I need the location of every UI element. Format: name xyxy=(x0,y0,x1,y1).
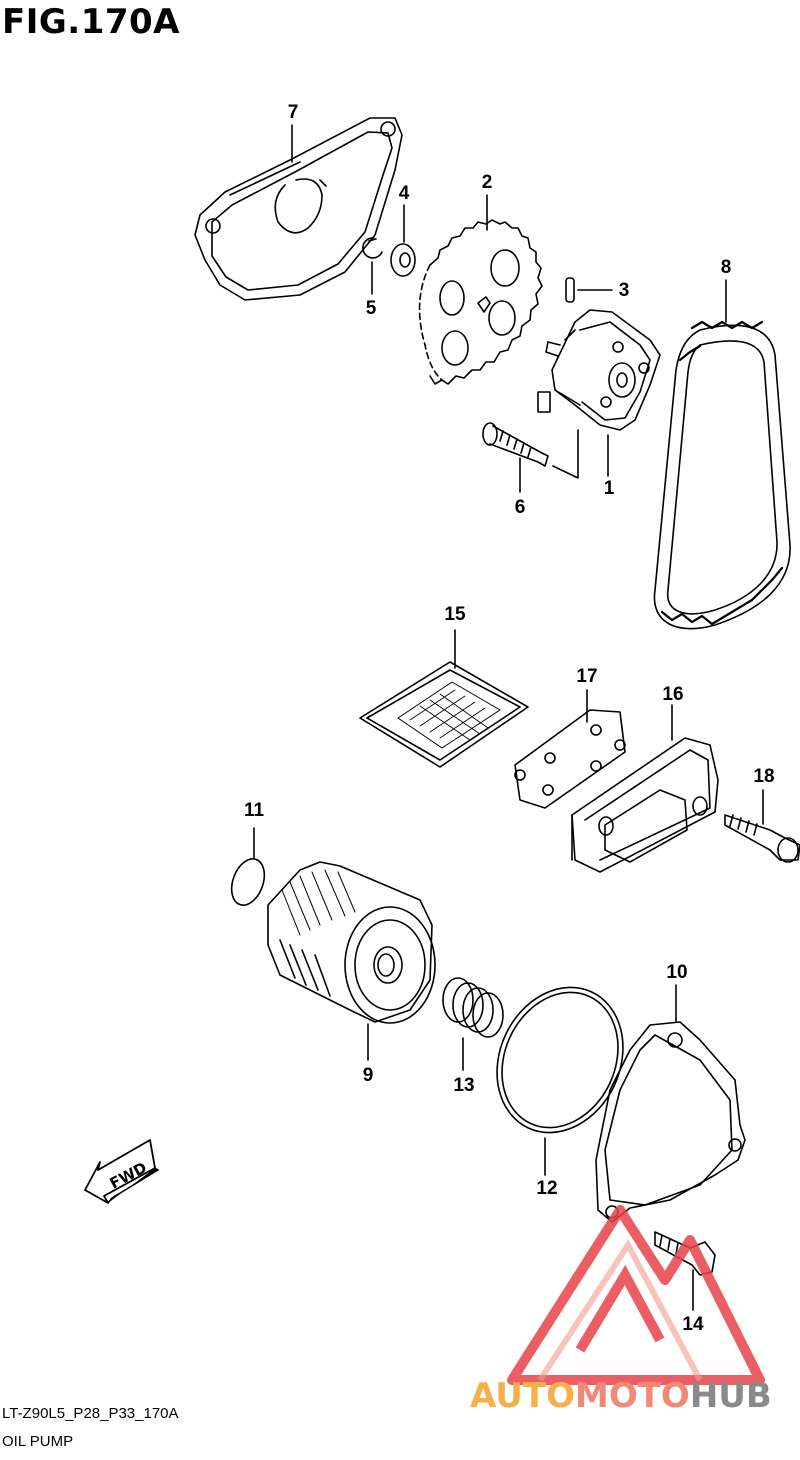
watermark-brand: AUTOMOTOHUB xyxy=(470,1376,772,1416)
spring-part xyxy=(442,977,504,1071)
callout-15: 15 xyxy=(444,604,466,625)
callout-12: 12 xyxy=(536,1178,558,1199)
oil-pump-body-part xyxy=(537,309,661,431)
callout-7: 7 xyxy=(287,102,299,123)
fwd-arrow: FWD xyxy=(84,1139,160,1204)
callout-8: 8 xyxy=(720,257,732,278)
callout-10: 10 xyxy=(666,962,688,983)
screw-part xyxy=(482,422,609,479)
washer-part xyxy=(390,243,416,277)
figure-name: OIL PUMP xyxy=(2,1433,74,1450)
pin-part xyxy=(565,277,613,303)
driven-gear-part xyxy=(418,219,543,385)
o-ring-large-part xyxy=(496,986,624,1176)
callout-14: 14 xyxy=(682,1314,704,1335)
callout-2: 2 xyxy=(481,172,493,193)
oil-strainer-part xyxy=(359,661,529,768)
callout-17: 17 xyxy=(576,666,598,687)
figure-title: FIG.170A xyxy=(2,2,180,42)
pump-cover-plate-part xyxy=(194,117,403,301)
circlip-part xyxy=(362,237,383,259)
drive-chain-part xyxy=(653,320,791,630)
callout-18: 18 xyxy=(753,766,775,787)
watermark-hub: HUB xyxy=(689,1376,772,1416)
o-ring-small-part xyxy=(230,858,266,906)
leader-lines xyxy=(291,124,727,741)
watermark-logo-icon xyxy=(507,1205,765,1385)
cap-bolt-part xyxy=(724,789,800,863)
watermark-auto: AUTO xyxy=(470,1376,575,1416)
gasket-part xyxy=(514,709,626,809)
callout-5: 5 xyxy=(365,298,377,319)
callout-9: 9 xyxy=(362,1065,374,1086)
callout-3: 3 xyxy=(618,280,630,301)
callout-6: 6 xyxy=(514,497,526,518)
callout-4: 4 xyxy=(398,183,410,204)
strainer-cap-part xyxy=(571,737,719,873)
callout-1: 1 xyxy=(603,478,615,499)
callout-11: 11 xyxy=(243,800,265,821)
filter-cap-cover-part xyxy=(595,984,746,1223)
oil-filter-part xyxy=(267,861,436,1061)
watermark-moto: MOTO xyxy=(574,1376,690,1416)
callout-13: 13 xyxy=(453,1075,475,1096)
figure-code: LT-Z90L5_P28_P33_170A xyxy=(2,1405,179,1422)
callout-16: 16 xyxy=(662,684,684,705)
